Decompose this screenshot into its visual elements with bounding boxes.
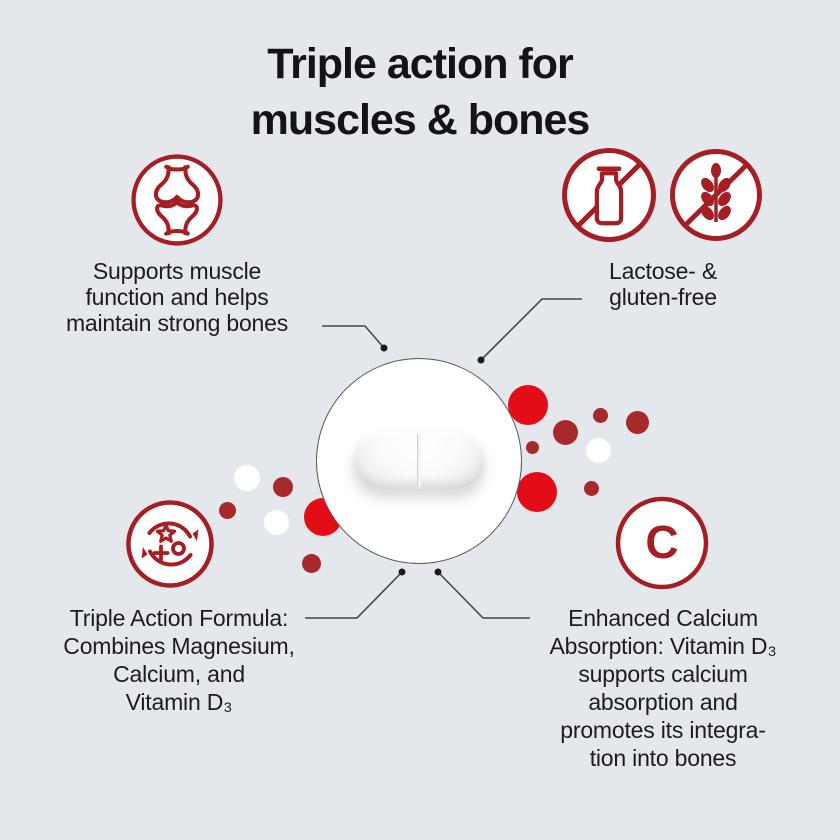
joint-icon-badge <box>131 154 223 246</box>
callout-line: tion into bones <box>589 745 737 771</box>
wheat-ear <box>701 163 731 222</box>
joint-bones <box>153 164 201 236</box>
callout-line: Calcium, and <box>113 661 245 687</box>
callout-line: function and helps <box>85 284 269 310</box>
decor-dot <box>525 440 539 454</box>
calcium-c-icon <box>615 496 709 590</box>
decor-dot <box>508 385 548 425</box>
decor-dot <box>273 477 293 497</box>
callout-line: Vitamin D₃ <box>125 689 233 715</box>
arrowhead-bottom <box>141 547 148 559</box>
callout-line: Lactose- & <box>609 258 717 284</box>
title-line-2: muscles & bones <box>250 96 591 144</box>
callout-line: absorption and <box>588 689 738 715</box>
decor-dot <box>592 407 608 423</box>
pill-spotlight-circle <box>316 358 522 564</box>
knee-joint-icon <box>131 154 223 246</box>
decor-dot <box>625 410 649 434</box>
decor-dot <box>218 501 236 519</box>
callout-line: gluten-free <box>609 284 717 310</box>
gluten-free-badge <box>670 149 762 241</box>
crossed-milk-bottle-icon <box>562 148 656 242</box>
circle-glyph <box>171 541 186 556</box>
callout-muscle-support: Supports muscle function and helps maint… <box>37 258 317 336</box>
icon-ring <box>615 496 709 590</box>
callout-line: promotes its integra- <box>560 717 766 743</box>
decor-dot <box>263 509 289 535</box>
decor-dot <box>234 465 260 491</box>
plus-glyph <box>152 544 170 562</box>
star-glyph <box>155 523 177 543</box>
milk-bottle <box>594 171 624 226</box>
cycle-arrows <box>147 521 193 567</box>
callout-line: Enhanced Calcium <box>568 605 758 631</box>
callout-line: Supports muscle <box>92 258 262 284</box>
icon-ring <box>126 500 214 588</box>
page-title: Triple action for muscles & bones <box>0 36 840 148</box>
arrowhead-top <box>192 529 199 541</box>
calcium-letter: C <box>645 515 679 568</box>
triple-action-badge <box>126 500 214 588</box>
lactose-free-badge <box>562 148 656 242</box>
crossed-wheat-icon <box>670 149 762 241</box>
callout-calcium-absorption: Enhanced Calcium Absorption: Vitamin D₃ … <box>503 604 823 772</box>
callout-line: Combines Magnesium, <box>63 633 295 659</box>
callout-line: Absorption: Vitamin D₃ <box>549 633 777 659</box>
callout-line: Triple Action Formula: <box>69 605 289 631</box>
callout-line: supports calcium <box>578 661 748 687</box>
callout-lactose-gluten: Lactose- & gluten-free <box>553 258 773 310</box>
decor-dot <box>301 553 321 573</box>
callout-triple-action: Triple Action Formula: Combines Magnesiu… <box>29 604 329 716</box>
callout-line: maintain strong bones <box>65 310 289 336</box>
decor-dot <box>585 437 611 463</box>
title-line-1: Triple action for <box>267 40 574 88</box>
triple-action-cycle-icon <box>126 500 214 588</box>
decor-dot <box>552 419 578 445</box>
decor-dot <box>583 480 599 496</box>
pill-tablet <box>353 431 485 489</box>
decor-dot <box>517 472 557 512</box>
calcium-badge: C <box>615 496 709 590</box>
